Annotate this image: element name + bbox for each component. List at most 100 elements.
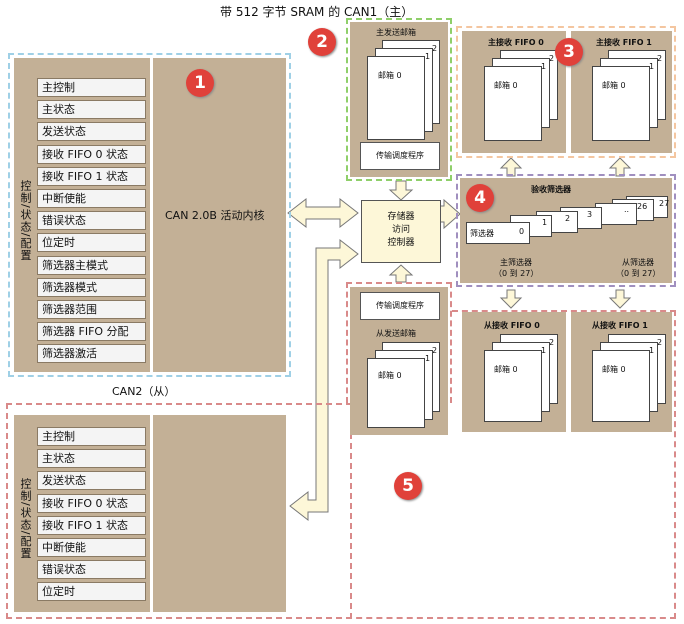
badge-2: 2 (308, 28, 336, 56)
slave-fifo1-num-1: 1 (649, 346, 655, 355)
arrow-can2-to-memory (289, 238, 359, 522)
can1-register-5: 中断使能 (37, 189, 146, 208)
filters-region-border (456, 174, 676, 287)
master-fifo1-mailbox-label: 邮箱 0 (602, 81, 626, 90)
slave-fifo-region-border (346, 310, 676, 619)
arrow-filter-to-slave-fifo1 (608, 289, 632, 309)
slave-tx-mailbox-0 (367, 358, 425, 428)
can1-register-8: 筛选器主模式 (37, 255, 146, 275)
memory-access-controller: 存储器 访问 控制器 (361, 200, 441, 263)
slave-tx-region-border (346, 282, 452, 403)
can1-register-4: 接收 FIFO 1 状态 (37, 166, 146, 186)
filter-box-0-label: 筛选器 (470, 229, 494, 238)
master-tx-num-1: 1 (425, 52, 431, 61)
can2-register-7: 位定时 (37, 582, 146, 602)
filter-num-dots: .. (624, 205, 630, 214)
can1-register-1: 主状态 (37, 100, 146, 120)
can2-register-2: 发送状态 (37, 471, 146, 491)
can2-register-3: 接收 FIFO 0 状态 (37, 493, 146, 513)
can2-label: CAN2（从） (112, 385, 176, 398)
can1-region-border (8, 53, 291, 377)
badge-5: 5 (394, 472, 422, 500)
slave-fifo1-box-0 (592, 350, 650, 422)
can1-core-label: CAN 2.0B 活动内核 (165, 209, 265, 222)
badge-4: 4 (466, 184, 494, 212)
badge-1: 1 (186, 69, 214, 97)
slave-fifo1-mailbox-label: 邮箱 0 (602, 365, 626, 374)
slave-fifo0-mailbox-label: 邮箱 0 (494, 365, 518, 374)
slave-filter-label: 从筛选器 (622, 258, 654, 267)
filter-num-3: 3 (587, 210, 593, 219)
master-filter-range: （0 到 27） (494, 269, 539, 278)
can1-core-panel (153, 58, 286, 372)
master-fifo1-num-1: 1 (649, 62, 655, 71)
slave-tx-num-1: 1 (425, 354, 431, 363)
slave-fifo0-num-2: 2 (549, 338, 555, 347)
can1-register-6: 错误状态 (37, 211, 146, 231)
slave-tx-scheduler-label: 传输调度程序 (376, 301, 424, 310)
slave-fifo1-num-2: 2 (657, 338, 663, 347)
slave-tx-mailbox-0-label: 邮箱 0 (378, 371, 402, 380)
filter-num-27: 27 (659, 199, 670, 208)
master-fifo0-num-1: 1 (541, 62, 547, 71)
slave-tx-num-2: 2 (432, 346, 438, 355)
master-fifo-region-border (456, 26, 676, 158)
can1-register-9: 筛选器模式 (37, 277, 146, 297)
diagram-title: 带 512 字节 SRAM 的 CAN1（主） (220, 5, 414, 19)
memory-ctrl-line3: 控制器 (387, 238, 415, 248)
master-fifo1-title: 主接收 FIFO 1 (596, 38, 652, 47)
filters-title: 验收筛选器 (531, 185, 571, 194)
filter-num-2: 2 (565, 214, 571, 223)
filter-num-0: 0 (519, 227, 525, 236)
can1-register-12: 筛选器激活 (37, 344, 146, 364)
can1-register-3: 接收 FIFO 0 状态 (37, 144, 146, 164)
can1-register-11: 筛选器 FIFO 分配 (37, 322, 146, 342)
slave-fifo0-title: 从接收 FIFO 0 (484, 321, 540, 330)
arrow-slave-tx-to-memory (388, 264, 414, 283)
can1-side-label: 控制/状态/配置 (19, 180, 32, 262)
arrow-master-tx-to-memory (388, 180, 414, 201)
can2-core-panel (153, 415, 286, 612)
arrow-filter-to-slave-fifo0 (499, 289, 523, 309)
master-filter-label: 主筛选器 (500, 258, 532, 267)
master-tx-region-border (346, 18, 452, 181)
can1-register-2: 发送状态 (37, 122, 146, 142)
memory-ctrl-line1: 存储器 (387, 212, 415, 222)
badge-3: 3 (555, 38, 583, 66)
filter-box-0 (466, 222, 530, 244)
master-tx-num-2: 2 (432, 44, 438, 53)
master-fifo0-title: 主接收 FIFO 0 (488, 38, 544, 47)
memory-ctrl-line2: 访问 (391, 225, 410, 235)
can2-register-0: 主控制 (37, 427, 146, 446)
can2-side-label: 控制/状态/配置 (19, 478, 32, 560)
can1-register-0: 主控制 (37, 78, 146, 97)
master-tx-scheduler: 传输调度程序 (360, 142, 440, 170)
master-fifo0-num-2: 2 (549, 54, 555, 63)
slave-region-border (6, 403, 352, 619)
master-fifo1-box-0 (592, 66, 650, 141)
master-fifo1-num-2: 2 (657, 54, 663, 63)
arrow-can1-core-to-memory (287, 197, 359, 229)
master-fifo0-mailbox-label: 邮箱 0 (494, 81, 518, 90)
filter-num-26: 26 (637, 202, 648, 211)
slave-tx-title: 从发送邮箱 (376, 329, 416, 338)
can2-register-1: 主状态 (37, 449, 146, 469)
filter-num-1: 1 (542, 218, 548, 227)
can1-register-10: 筛选器范围 (37, 300, 146, 319)
can2-register-4: 接收 FIFO 1 状态 (37, 515, 146, 535)
can1-register-7: 位定时 (37, 233, 146, 253)
can2-register-5: 中断使能 (37, 538, 146, 557)
slave-fifo-region-top (452, 310, 676, 312)
master-tx-title: 主发送邮箱 (376, 28, 416, 37)
slave-filter-range: （0 到 27） (616, 269, 661, 278)
master-tx-mailbox-0 (367, 56, 425, 140)
slave-tx-scheduler: 传输调度程序 (360, 292, 440, 320)
master-tx-scheduler-label: 传输调度程序 (376, 151, 424, 160)
master-fifo0-box-0 (484, 66, 542, 141)
master-tx-mailbox-0-label: 邮箱 0 (378, 71, 402, 80)
slave-fifo0-box-0 (484, 350, 542, 422)
can2-register-6: 错误状态 (37, 560, 146, 580)
slave-fifo1-title: 从接收 FIFO 1 (592, 321, 648, 330)
